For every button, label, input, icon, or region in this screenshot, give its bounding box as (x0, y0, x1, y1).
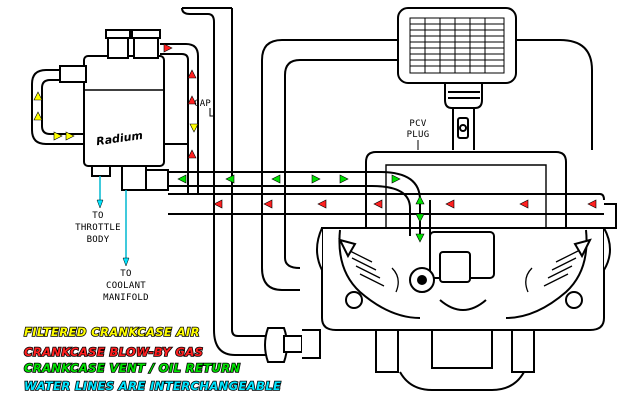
vent-arrow (177, 174, 187, 184)
legend-filtered-air: FILTERED CRANKCASE AIR (24, 325, 200, 339)
cap-label: CAP (194, 99, 211, 109)
catch-can (59, 29, 169, 191)
filtered-air-arrow (65, 131, 75, 141)
vent-return-arrows (177, 174, 425, 243)
coolant-label-line3: MANIFOLD (103, 293, 149, 303)
blowby-arrow (587, 199, 597, 209)
vent-arrow (415, 213, 425, 223)
vent-arrow (225, 174, 235, 184)
blowby-arrow (373, 199, 383, 209)
coolant-label-line1: TO (120, 269, 131, 279)
filtered-air-arrow (33, 111, 43, 121)
filtered-air-arrow (189, 123, 199, 133)
blowby-arrow (187, 69, 197, 79)
blowby-arrow (519, 199, 529, 209)
intake-tube (444, 83, 483, 150)
vent-arrow (339, 174, 349, 184)
blowby-arrows (163, 43, 597, 209)
vent-arrow (415, 195, 425, 205)
engine-side-covers (316, 203, 617, 271)
coolant-label-line2: COOLANT (106, 281, 146, 291)
throttle-label-line3: BODY (87, 235, 110, 245)
blowby-arrow (163, 43, 173, 53)
intake-runner-loop (261, 39, 593, 291)
legend-vent-return: CRANKCASE VENT / OIL RETURN (24, 361, 240, 375)
blowby-arrow (263, 199, 273, 209)
piston-assembly (409, 231, 495, 311)
blowby-arrow (187, 149, 197, 159)
vent-hose (181, 7, 268, 356)
valve-train (338, 238, 592, 309)
filtered-air-arrow (53, 131, 63, 141)
legend-water: WATER LINES ARE INTERCHANGEABLE (24, 379, 281, 393)
brand-logo: Radium (95, 129, 143, 148)
air-filter (397, 7, 517, 84)
oil-return-fitting (264, 327, 321, 363)
catch-can-hose-left (31, 69, 86, 145)
blowby-hose (168, 193, 605, 215)
throttle-label-line2: THROTTLE (75, 223, 121, 233)
vent-arrow (415, 233, 425, 243)
legend: FILTERED CRANKCASE AIR CRANKCASE BLOW-BY… (23, 324, 281, 394)
pcv-label-line1: PCV (409, 119, 426, 129)
vent-arrow (311, 174, 321, 184)
blowby-arrow (445, 199, 455, 209)
blowby-arrow (187, 95, 197, 105)
legend-blowby: CRANKCASE BLOW-BY GAS (24, 345, 203, 359)
water-lines (96, 176, 130, 267)
blowby-arrow (317, 199, 327, 209)
filtered-air-arrow (33, 91, 43, 101)
blowby-arrow (213, 199, 223, 209)
throttle-label-line1: TO (92, 211, 103, 221)
vent-arrow (391, 174, 401, 184)
air-filter-pleats (410, 18, 504, 73)
pcv-label-line2: PLUG (407, 130, 430, 140)
filtered-air-arrows (33, 91, 199, 141)
vent-arrow (271, 174, 281, 184)
catch-can-hose-top (160, 43, 199, 194)
